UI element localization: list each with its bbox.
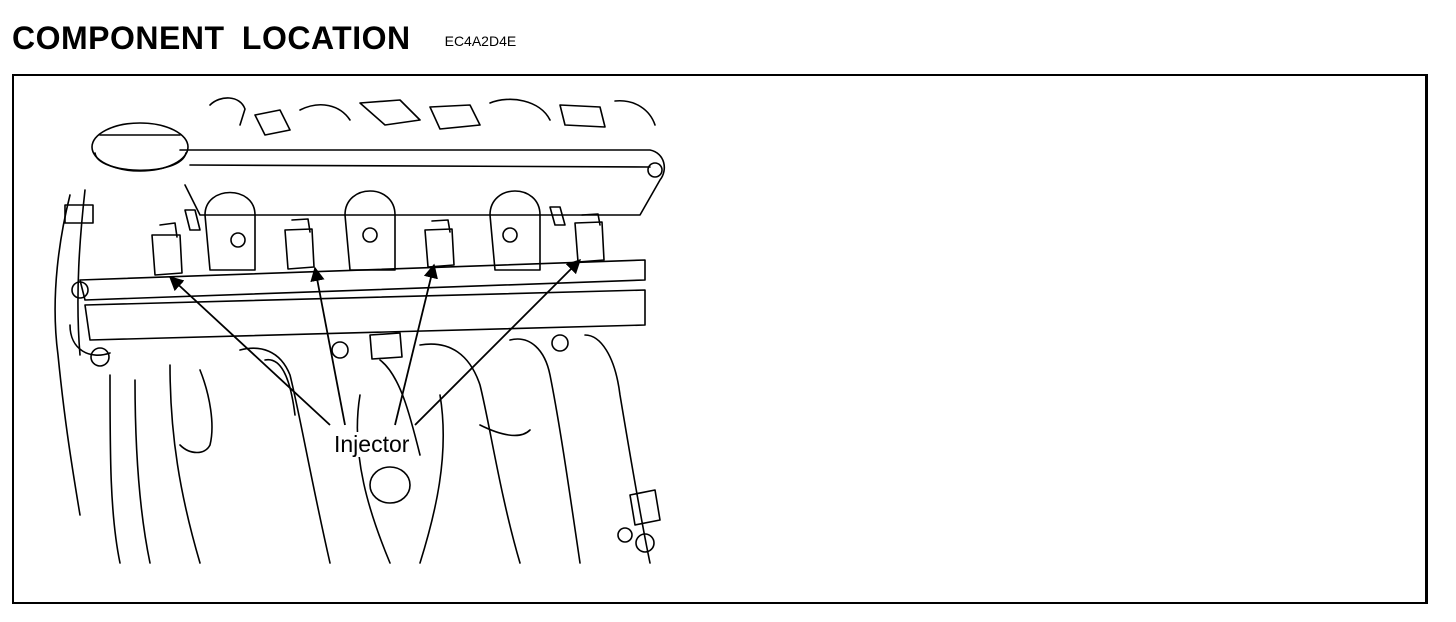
left-hose [54, 194, 81, 516]
top-wiring [209, 97, 656, 136]
injector-arrow-3 [394, 263, 438, 426]
engine-illustration [54, 97, 666, 564]
intake-runners [109, 334, 651, 564]
right-bracket [617, 489, 661, 553]
fuel-rail [69, 259, 646, 356]
plug-bosses [204, 190, 541, 271]
oil-cap [91, 122, 189, 172]
injector-callout-label: Injector [331, 431, 413, 458]
injector-arrow-4 [414, 258, 582, 426]
injector-arrow-1 [168, 276, 331, 426]
diagram-frame [12, 74, 1428, 604]
head-cover [179, 149, 666, 216]
injector-arrow-2 [310, 266, 346, 426]
page-title: COMPONENT LOCATION [12, 20, 411, 56]
document-code: EC4A2D4E [444, 33, 517, 49]
page-header: COMPONENT LOCATION EC4A2D4E [12, 10, 516, 54]
injector-arrows [168, 258, 582, 426]
injector-connectors [151, 213, 605, 276]
